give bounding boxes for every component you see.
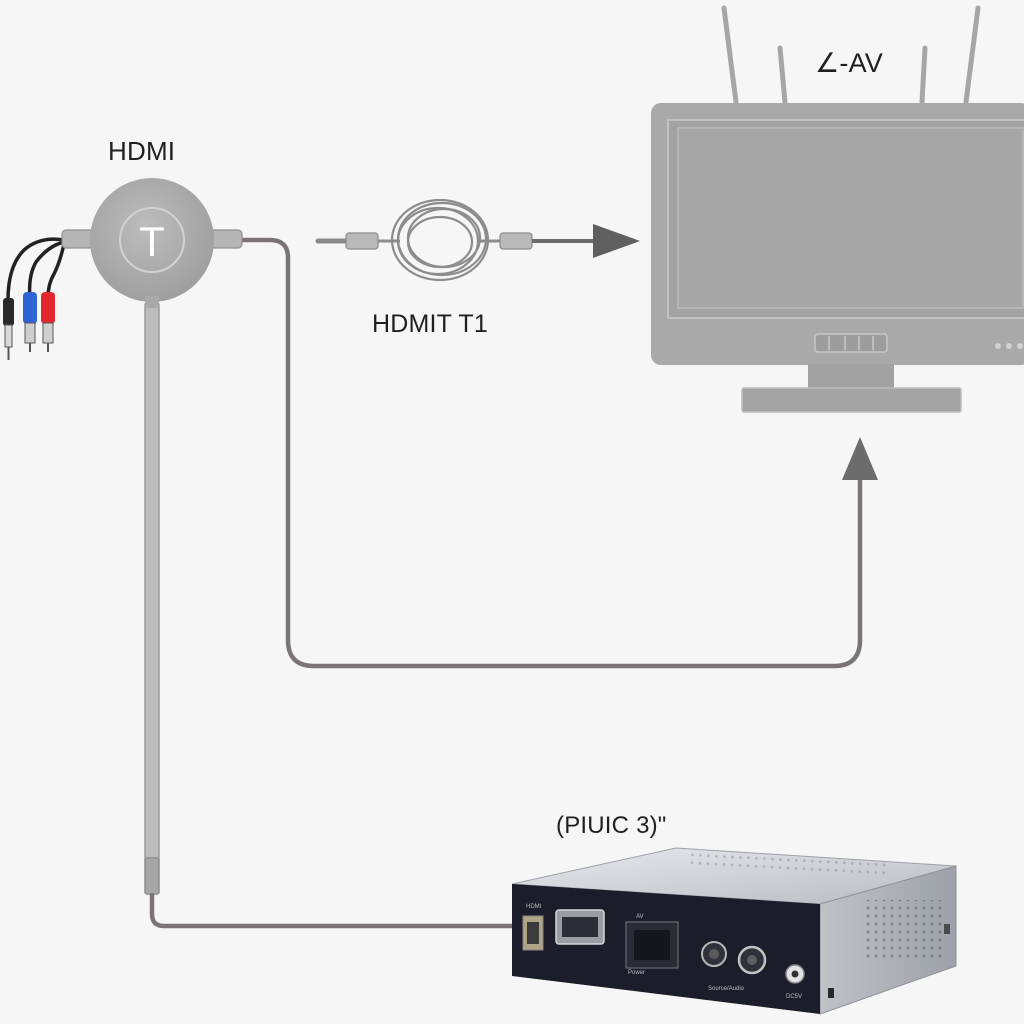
splitter-glyph: T (139, 218, 165, 265)
hdmi-cable-label: HDMIT T1 (372, 310, 488, 338)
port-label-av: AV (636, 914, 644, 920)
tv-antennas (721, 5, 981, 105)
hdmi-return-cable (240, 237, 878, 669)
splitter-label: HDMI (108, 136, 176, 166)
port-label-power: Power (628, 970, 645, 976)
port-label-source: Source/Audio (708, 986, 745, 992)
arrow-right-icon (593, 224, 640, 258)
splitter-hub-icon: T (61, 178, 243, 308)
television-icon (651, 103, 1024, 413)
arrow-up-icon (842, 437, 878, 480)
set-top-box-icon: HDMI AV Power Source/Audio DC5V (511, 847, 957, 1015)
rca-plug-icon (3, 237, 66, 360)
port-label-hdmi: HDMI (526, 904, 542, 910)
coiled-cable-icon (315, 198, 640, 282)
device-feed-cable (144, 301, 516, 929)
port-label-dc: DC5V (786, 994, 802, 1000)
source-device-label: (PIUIC 3)" (556, 812, 667, 839)
tv-input-label: ∠-AV (815, 48, 884, 78)
